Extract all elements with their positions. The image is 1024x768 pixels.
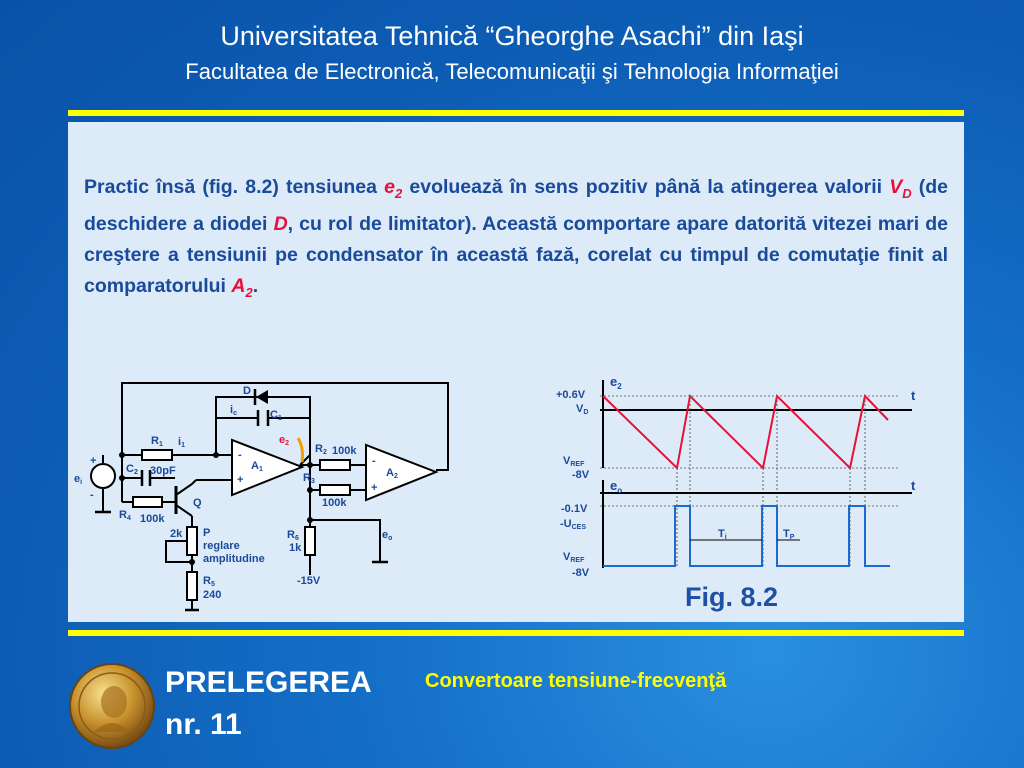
wf-label-VD: VD bbox=[576, 403, 588, 416]
label-i1: i1 bbox=[178, 436, 185, 449]
waveform-eo bbox=[600, 480, 912, 568]
label-A1-plus: + bbox=[237, 474, 243, 486]
label-e2: e2 bbox=[279, 434, 289, 447]
label-eo: eo bbox=[382, 529, 392, 542]
label-R2-value: 100k bbox=[332, 445, 357, 457]
var-A2: A2 bbox=[231, 274, 253, 300]
ground-symbols bbox=[95, 510, 388, 612]
label-src-minus: - bbox=[90, 489, 94, 501]
label-R5-value: 240 bbox=[203, 589, 221, 601]
label-C1: C1 bbox=[270, 409, 282, 422]
label-R6-value: 1k bbox=[289, 542, 302, 554]
label-P-desc2: amplitudine bbox=[203, 553, 265, 565]
wf-label-t2: t bbox=[911, 478, 916, 493]
label-A2: A2 bbox=[386, 467, 398, 480]
source-ei bbox=[90, 463, 116, 489]
para-text-5: . bbox=[252, 274, 259, 297]
label-P-desc1: reglare bbox=[203, 540, 240, 552]
label-R4: R4 bbox=[119, 509, 131, 522]
resistors bbox=[132, 449, 351, 601]
opamp-A2 bbox=[365, 443, 439, 502]
diode-D bbox=[253, 389, 268, 405]
resistor-R6 bbox=[304, 526, 316, 556]
label-R5: R5 bbox=[203, 575, 215, 588]
var-D: D bbox=[273, 212, 288, 235]
wf-label-t1: t bbox=[911, 388, 916, 403]
wf-label-eo: eo bbox=[610, 478, 622, 495]
e2-arrow-icon bbox=[296, 437, 304, 463]
bottom-divider bbox=[68, 630, 964, 636]
resistor-R1 bbox=[141, 449, 173, 461]
body-paragraph: Practic însă (fig. 8.2) tensiunea e2 evo… bbox=[84, 172, 948, 308]
wf-label-UCES: -UCES bbox=[560, 518, 586, 531]
wf-label-Ti: Ti bbox=[718, 528, 727, 541]
label-Q: Q bbox=[193, 497, 202, 509]
circuit-labels: D ic C1 R1 i1 e2 R2 100k A1 A2 R3 100k C… bbox=[74, 385, 398, 601]
wf-label-minus8-1: -8V bbox=[572, 469, 590, 481]
resistor-R4 bbox=[132, 496, 163, 508]
label-P: P bbox=[203, 527, 210, 539]
lecture-subtitle: Convertoare tensiune-frecvenţă bbox=[425, 670, 727, 692]
label-P-value: 2k bbox=[170, 528, 183, 540]
label-R6: R6 bbox=[287, 529, 299, 542]
university-title: Universitatea Tehnică “Gheorghe Asachi” … bbox=[220, 21, 804, 51]
label-C2-value: 30pF bbox=[150, 465, 176, 477]
label-R1: R1 bbox=[151, 435, 163, 448]
label-ic: ic bbox=[230, 404, 237, 417]
wf-label-minus8-2: -8V bbox=[572, 567, 590, 579]
var-e2: e2 bbox=[384, 176, 403, 201]
university-medal-logo bbox=[69, 663, 155, 749]
e2-sawtooth bbox=[602, 393, 889, 471]
para-text-2: evoluează în sens pozitiv până la atinge… bbox=[402, 176, 890, 198]
wf-label-e2: e2 bbox=[610, 374, 622, 391]
label-D: D bbox=[243, 385, 251, 397]
lecture-number: nr. 11 bbox=[165, 708, 242, 741]
para-text-3: (de deschidere a diodei bbox=[84, 176, 948, 235]
junction-nodes bbox=[119, 452, 313, 565]
label-R4-value: 100k bbox=[140, 513, 165, 525]
wf-label-Tp: TP bbox=[783, 528, 795, 541]
para-text-4: , cu rol de limitator). Această comporta… bbox=[84, 212, 948, 297]
resistor-R3 bbox=[319, 484, 351, 496]
label-A1: A1 bbox=[251, 460, 263, 473]
top-divider bbox=[68, 110, 964, 116]
eo-pulses bbox=[603, 505, 890, 567]
potentiometer-P bbox=[186, 526, 198, 556]
label-R3: R3 bbox=[303, 472, 315, 485]
opamp-A1 bbox=[231, 438, 305, 497]
figure-caption: Fig. 8.2 bbox=[685, 582, 779, 612]
faculty-title: Facultatea de Electronică, Telecomunicaţ… bbox=[185, 59, 839, 84]
label-R3-value: 100k bbox=[322, 497, 347, 509]
label-C2: C2 bbox=[126, 463, 138, 476]
wf-label-VREF2: VREF bbox=[563, 551, 585, 564]
resistor-R2 bbox=[319, 459, 351, 471]
waveform-labels: e2 t +0.6V VD VREF -8V eo t -0.1V -UCES … bbox=[556, 374, 916, 579]
wf-label-minus01: -0.1V bbox=[561, 503, 588, 515]
content-panel bbox=[68, 122, 964, 622]
var-VD: VD bbox=[889, 176, 912, 201]
label-minus15: -15V bbox=[297, 575, 321, 587]
wf-label-VREF1: VREF bbox=[563, 455, 585, 468]
capacitors bbox=[140, 410, 270, 486]
label-A1-minus: - bbox=[238, 449, 242, 461]
resistor-R5 bbox=[186, 571, 198, 601]
label-src-plus: + bbox=[90, 455, 96, 467]
label-A2-minus: - bbox=[372, 455, 376, 467]
label-R2: R2 bbox=[315, 443, 327, 456]
lecture-title: PRELEGEREA bbox=[165, 666, 372, 699]
label-A2-plus: + bbox=[371, 482, 377, 494]
para-text-1: Practic însă (fig. 8.2) tensiunea bbox=[84, 176, 385, 198]
wf-label-plus06: +0.6V bbox=[556, 389, 586, 401]
label-ei: ei bbox=[74, 473, 82, 486]
